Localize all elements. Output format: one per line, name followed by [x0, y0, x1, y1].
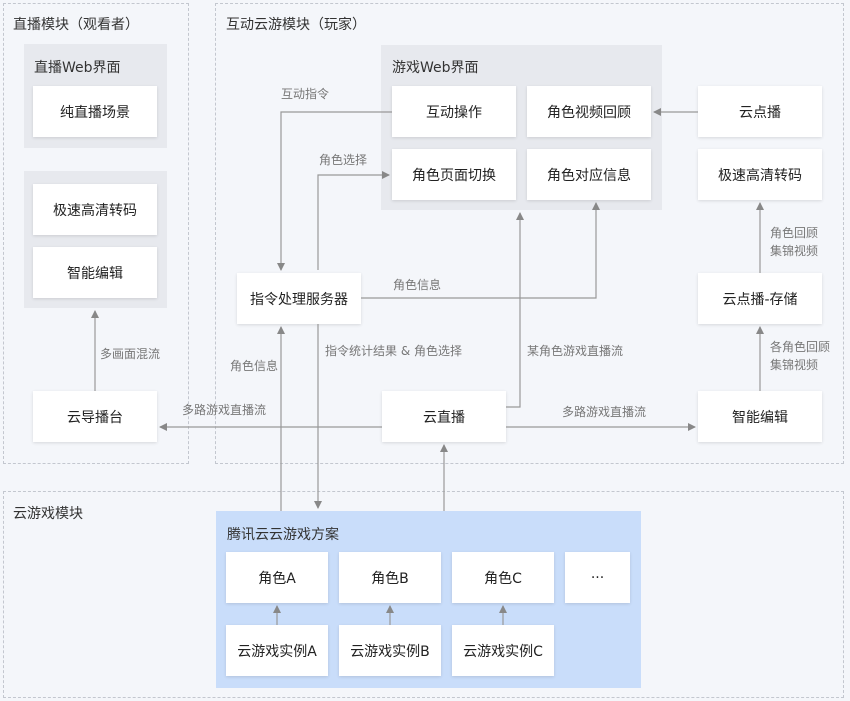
smart-edit-box-left: 智能编辑	[33, 247, 157, 298]
live-module-region	[3, 3, 189, 464]
command-server-box: 指令处理服务器	[237, 273, 361, 324]
label-role-stream: 某角色游戏直播流	[527, 344, 624, 358]
label-role-info-top: 角色信息	[393, 278, 442, 292]
arrow-role-info-top	[361, 202, 600, 299]
tencent-cloud-game-panel-title: 腾讯云云游戏方案	[227, 527, 339, 543]
role-c-box: 角色C	[452, 552, 554, 603]
interactive-module-region	[215, 3, 844, 464]
cloud-game-instance-c-box: 云游戏实例C	[452, 625, 554, 676]
role-more-box: ···	[565, 552, 630, 603]
label-multi-mix: 多画面混流	[100, 347, 161, 361]
label-multi-stream-right: 多路游戏直播流	[562, 405, 647, 419]
role-info-box: 角色对应信息	[527, 149, 651, 200]
label-command-stats: 指令统计结果 & 角色选择	[325, 344, 462, 358]
cloud-game-module-title: 云游戏模块	[13, 506, 83, 522]
interact-operation-box: 互动操作	[392, 86, 516, 137]
cloud-game-instance-b-box: 云游戏实例B	[339, 625, 441, 676]
role-page-switch-box: 角色页面切换	[392, 149, 516, 200]
smart-edit-box-right: 智能编辑	[698, 391, 822, 442]
vod-box: 云点播	[698, 86, 822, 137]
label-each-role-review: 各角色回顾 集锦视频	[770, 340, 831, 372]
role-video-review-box: 角色视频回顾	[527, 86, 651, 137]
game-web-panel-title: 游戏Web界面	[392, 60, 479, 76]
arrow-role-select	[317, 171, 390, 270]
fast-hd-transcode-box-right: 极速高清转码	[698, 149, 822, 200]
live-web-panel-title: 直播Web界面	[34, 60, 121, 76]
live-module-title: 直播模块（观看者）	[13, 17, 139, 33]
label-interact-command: 互动指令	[281, 87, 330, 101]
label-role-select: 角色选择	[319, 153, 368, 167]
fast-hd-transcode-box-left: 极速高清转码	[33, 184, 157, 235]
pure-live-scene-box: 纯直播场景	[33, 86, 157, 137]
role-b-box: 角色B	[339, 552, 441, 603]
label-multi-stream-left: 多路游戏直播流	[182, 403, 267, 417]
cloud-game-module-region	[3, 491, 844, 698]
role-a-box: 角色A	[226, 552, 328, 603]
cloud-director-box: 云导播台	[33, 391, 157, 442]
cloud-live-box: 云直播	[382, 391, 506, 442]
cloud-game-instance-a-box: 云游戏实例A	[226, 625, 328, 676]
arrow-role-stream	[506, 212, 524, 408]
arrow-interact-command	[277, 111, 392, 271]
label-role-review: 角色回顾 集锦视频	[770, 226, 819, 258]
label-role-info-left: 角色信息	[230, 359, 279, 373]
vod-storage-box: 云点播-存储	[698, 273, 822, 324]
interactive-module-title: 互动云游模块（玩家）	[226, 17, 366, 33]
